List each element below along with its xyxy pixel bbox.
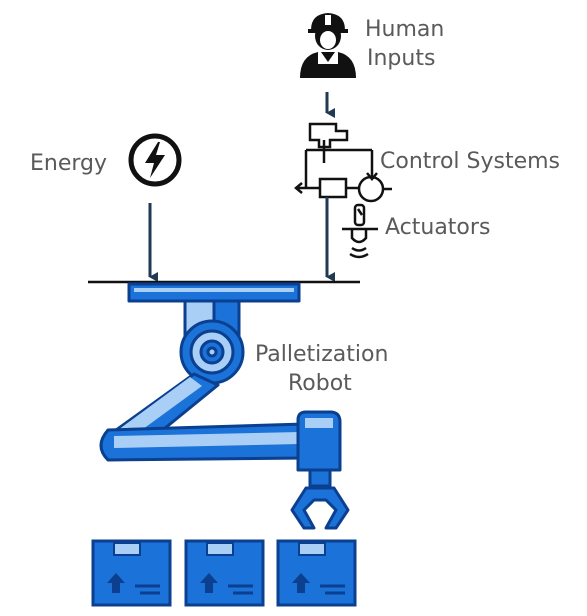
human-inputs-label-line2: Inputs (367, 46, 435, 71)
actuators-label: Actuators (385, 215, 490, 240)
box-icon (184, 539, 265, 607)
energy-label: Energy (30, 151, 107, 176)
worker-icon (300, 13, 356, 78)
sensor-actuator-icon (342, 203, 378, 259)
robot-label-line2: Robot (288, 371, 352, 396)
box-icon (91, 539, 172, 607)
box-icon (276, 539, 357, 607)
lightning-icon (128, 133, 182, 187)
robot-label-line1: Palletization (255, 342, 388, 367)
control-systems-label: Control Systems (380, 149, 560, 174)
control-schematic-icon (294, 122, 392, 203)
robot-arm-icon (99, 282, 350, 530)
human-inputs-label-line1: Human (365, 17, 444, 42)
